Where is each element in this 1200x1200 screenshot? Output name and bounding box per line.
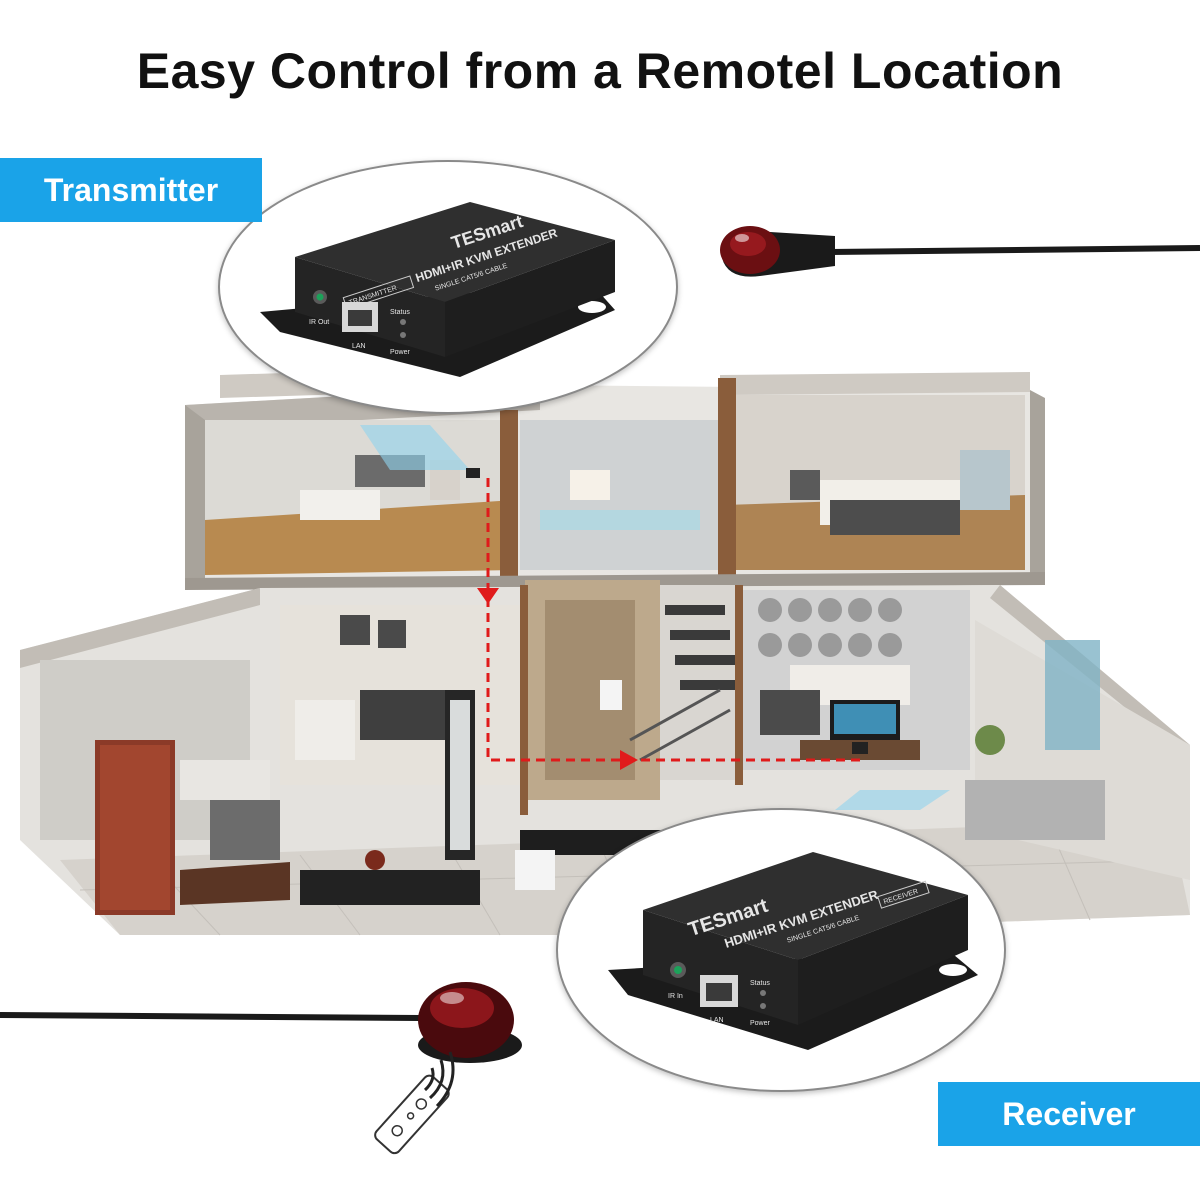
status-label: Status xyxy=(390,309,410,316)
transmitter-label: Transmitter xyxy=(0,158,262,222)
transmitter-device: TESmart HDMI+IR KVM EXTENDER SINGLE CAT5… xyxy=(260,202,615,383)
status-led xyxy=(760,990,766,996)
transmitter-bubble: TESmart HDMI+IR KVM EXTENDER SINGLE CAT5… xyxy=(218,160,678,414)
receiver-mini-icon xyxy=(852,742,868,754)
receiver-bubble: TESmart HDMI+IR KVM EXTENDER SINGLE CAT5… xyxy=(556,808,1006,1092)
transmitter-mini-icon xyxy=(466,468,480,478)
receiver-label: Receiver xyxy=(938,1082,1200,1146)
power-led xyxy=(760,1003,766,1009)
signal-waves-icon xyxy=(423,1051,455,1108)
signal-arrow-down-icon xyxy=(477,588,499,604)
signal-path xyxy=(466,468,868,770)
receiver-device: TESmart HDMI+IR KVM EXTENDER SINGLE CAT5… xyxy=(608,852,978,1056)
status-led xyxy=(400,319,406,325)
lan-label: LAN xyxy=(710,1017,724,1024)
ir-receiver-eye-icon xyxy=(0,982,522,1063)
signal-arrow-right-icon xyxy=(620,750,638,770)
power-label: Power xyxy=(750,1020,771,1027)
lan-label: LAN xyxy=(352,343,366,350)
ir-out-label: IR Out xyxy=(309,319,329,326)
ir-emitter-icon xyxy=(720,226,1200,277)
ir-in-label: IR In xyxy=(668,993,683,1000)
page-title: Easy Control from a Remotel Location xyxy=(136,43,1064,99)
power-label: Power xyxy=(390,349,411,356)
status-label: Status xyxy=(750,980,770,987)
power-led xyxy=(400,332,406,338)
